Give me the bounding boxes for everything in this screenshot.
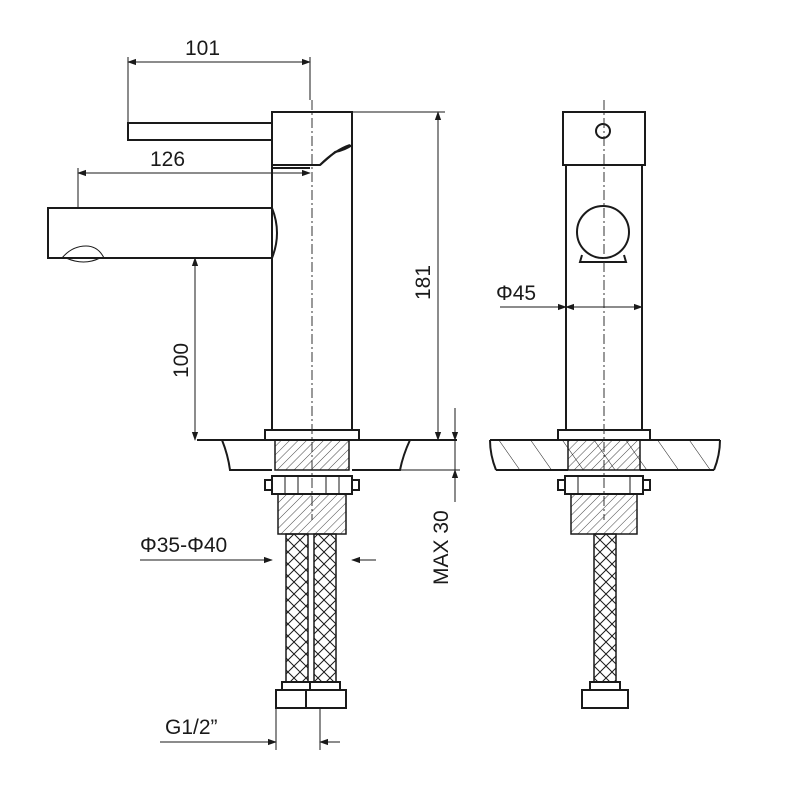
- hose-right: [305, 533, 347, 709]
- dim-hole-diameter: Φ35-Φ40: [140, 534, 227, 557]
- spout-outlet: [576, 205, 630, 259]
- dim-body-diameter: Φ45: [496, 282, 536, 305]
- hose-left: [275, 533, 319, 709]
- spout: [47, 207, 278, 259]
- dim-lever-reach: 101: [185, 37, 220, 60]
- dim-thread: G1/2”: [165, 716, 218, 739]
- dim-spout-height: 100: [170, 343, 193, 378]
- dim-spout-reach: 126: [150, 148, 185, 171]
- set-screw-icon: [595, 123, 611, 139]
- front-view: [47, 100, 457, 709]
- dim-total-height: 181: [412, 265, 435, 300]
- dimension-lines: [77, 57, 460, 750]
- side-view: Φ45: [489, 100, 721, 709]
- dim-max-thickness: MAX 30: [430, 510, 453, 585]
- side-lever-cap: [562, 111, 646, 166]
